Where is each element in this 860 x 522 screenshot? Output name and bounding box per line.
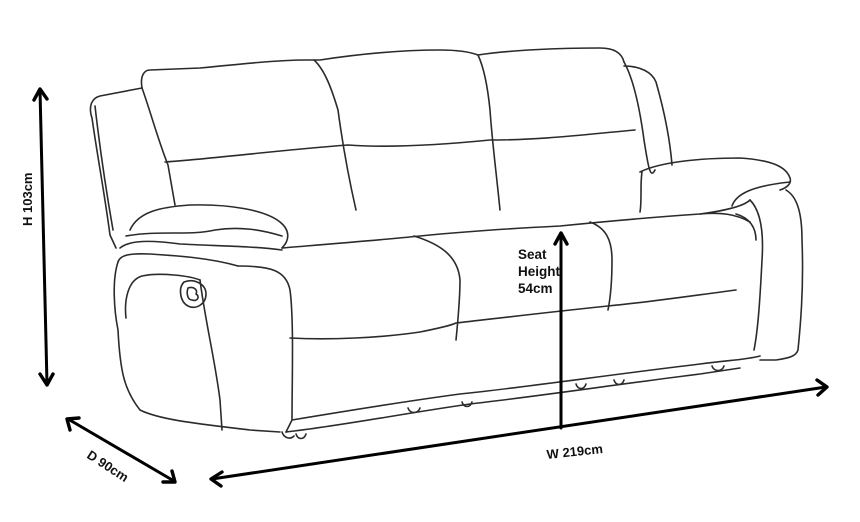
dimension-arrows [32, 87, 829, 488]
height-arrow-head-top [32, 87, 49, 102]
seat-height-arrow-head [553, 231, 569, 246]
seat-height-line-1: Seat [518, 247, 547, 262]
back-seam-left [313, 59, 357, 211]
width-arrow-head-left [209, 470, 224, 488]
left-arm-side-seam [199, 279, 223, 431]
depth-arrow-shaft [66, 417, 176, 483]
left-arm-panel-top [117, 252, 239, 267]
seat-seam-left [413, 235, 461, 341]
back-horizontal-seam [164, 129, 636, 163]
foot-right [711, 365, 725, 372]
right-arm-top [639, 157, 792, 191]
foot-center-c [575, 383, 587, 390]
left-arm-roll [125, 227, 283, 237]
recliner-lever-inner [186, 286, 199, 302]
right-arm-side [749, 199, 764, 351]
sofa-outline [89, 47, 804, 440]
foot-left [281, 431, 307, 440]
left-arm-front [113, 261, 281, 433]
height-label: H 103cm [20, 172, 35, 226]
right-wing [623, 65, 673, 166]
depth-arrow-head-bottom [161, 469, 177, 484]
recliner-lever [179, 279, 207, 309]
left-arm-top [129, 204, 289, 249]
back-seam-right [477, 54, 501, 211]
foot-center-a [407, 407, 421, 414]
base-rail [285, 367, 741, 433]
back-left-edge [141, 87, 176, 206]
height-arrow-shaft [38, 88, 49, 386]
left-wing-outer [89, 87, 143, 249]
height-arrow-head-bottom [38, 372, 55, 387]
right-seat-joint [699, 212, 751, 223]
right-seat-corner [735, 213, 757, 241]
left-arm-side [237, 265, 294, 433]
back-right-edge [623, 61, 656, 174]
left-arm-inner-panel [124, 273, 201, 319]
seat-top-edge [281, 199, 751, 249]
left-wing-inner [94, 105, 114, 231]
right-arm-inner [639, 171, 643, 213]
depth-arrow-head-top [65, 416, 81, 432]
seat-height-line-2: Height [518, 264, 560, 279]
left-arm-front-top [119, 240, 283, 251]
seat-seam-right [589, 221, 613, 311]
seat-height-line-3: 54cm [518, 281, 553, 296]
foot-center-d [613, 379, 625, 386]
seat-bottom-edge [291, 355, 761, 421]
seat-front-seam [289, 289, 737, 340]
seat-height-label: Seat Height 54cm [518, 246, 578, 297]
right-arm-roll [731, 181, 791, 207]
width-arrow-shaft [210, 385, 828, 481]
right-arm-front [759, 189, 804, 361]
width-arrow-head-right [815, 378, 829, 397]
back-top-edge [140, 47, 625, 89]
foot-center-b [461, 401, 473, 408]
